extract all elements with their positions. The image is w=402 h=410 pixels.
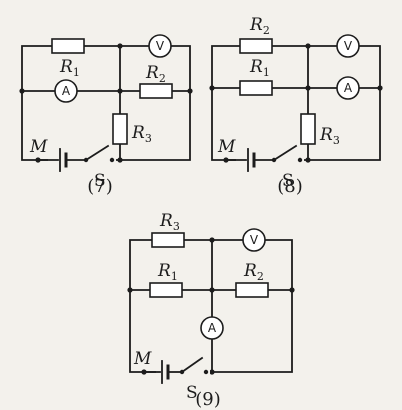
resistor-r1 [239, 80, 273, 96]
resistor-r3 [300, 113, 316, 145]
label-r2: R2 [249, 15, 270, 37]
circuit-8: V A R2 R1 R3 M S (8) [209, 15, 383, 197]
point-m [35, 157, 41, 163]
junction-dot [305, 43, 311, 49]
switch-contact [203, 369, 209, 375]
junction-dot [187, 88, 193, 94]
label-r2: R2 [145, 63, 166, 85]
wire [21, 45, 191, 161]
junction-dot [209, 237, 215, 243]
circuit-7: V A R1 R2 R3 M S (7) [19, 34, 193, 197]
circuit-9: V A R3 R1 R2 M S (9) [127, 211, 295, 410]
caption-9: (9) [195, 389, 221, 410]
junction-dot [117, 43, 123, 49]
junction-dot [209, 85, 215, 91]
ammeter [336, 76, 360, 100]
voltmeter-label: V [250, 233, 259, 247]
label-r1: R1 [157, 261, 178, 283]
switch-lever [272, 144, 298, 162]
switch-contact [109, 157, 115, 163]
label-switch: S [94, 171, 106, 191]
resistor-r3 [112, 113, 128, 145]
voltmeter [148, 34, 172, 58]
junction-dot [209, 369, 215, 375]
ammeter-label: A [208, 321, 217, 335]
point-m [141, 369, 147, 375]
junction-dot [305, 85, 311, 91]
resistor-r1 [149, 282, 183, 298]
switch-lever [180, 356, 204, 374]
switch-lever [84, 144, 110, 162]
label-r1: R1 [59, 57, 80, 79]
switch-contact [297, 157, 303, 163]
label-m: M [217, 137, 236, 157]
label-switch: S [282, 171, 294, 191]
ammeter-label: A [62, 84, 71, 98]
junction-dot [127, 287, 133, 293]
voltmeter-label: V [344, 39, 353, 53]
junction-dot [377, 85, 383, 91]
ammeter [54, 79, 78, 103]
wire [129, 239, 293, 373]
junction-dot [209, 287, 215, 293]
junction-dot [117, 88, 123, 94]
label-r3: R3 [159, 211, 180, 233]
resistor-r2 [235, 282, 269, 298]
point-m [223, 157, 229, 163]
label-r3: R3 [131, 123, 152, 145]
label-r2: R2 [243, 261, 264, 283]
ammeter-label: A [344, 81, 353, 95]
label-m: M [29, 137, 48, 157]
wire [211, 45, 381, 161]
ammeter [200, 316, 224, 340]
resistor-r3 [151, 232, 185, 248]
label-switch: S [186, 383, 198, 403]
label-r1: R1 [249, 57, 270, 79]
resistor-r2 [139, 83, 173, 99]
junction-dot [289, 287, 295, 293]
voltmeter-label: V [156, 39, 165, 53]
resistor-r2 [239, 38, 273, 54]
caption-8: (8) [277, 176, 303, 197]
voltmeter [336, 34, 360, 58]
junction-dot [305, 157, 311, 163]
junction-dot [19, 88, 25, 94]
caption-7: (7) [87, 176, 113, 197]
label-m: M [133, 349, 152, 369]
label-r3: R3 [319, 125, 340, 147]
junction-dot [117, 157, 123, 163]
voltmeter [242, 228, 266, 252]
resistor-r1 [51, 38, 85, 54]
